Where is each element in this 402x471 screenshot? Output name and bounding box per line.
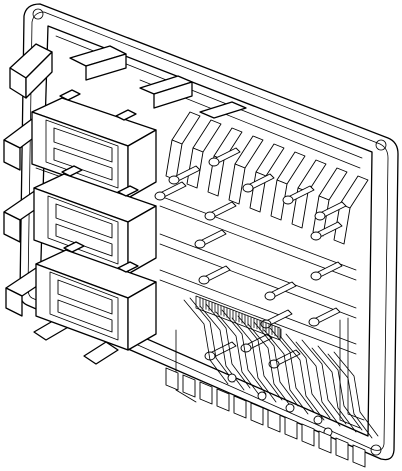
tooth: [301, 423, 315, 447]
pin-head: [242, 183, 254, 193]
trace: [333, 351, 379, 437]
tooth: [335, 437, 349, 461]
trace: [231, 317, 277, 403]
bottom-teeth: [165, 367, 366, 468]
pin-head: [168, 175, 180, 185]
pin-head: [240, 343, 252, 353]
tooth: [216, 388, 230, 412]
trace: [215, 311, 261, 397]
terminal-pad: [195, 295, 282, 341]
pin-head: [194, 239, 206, 249]
trace: [247, 323, 293, 409]
tooth: [250, 402, 264, 426]
pin-head: [282, 195, 294, 205]
tooth: [267, 409, 281, 433]
tooth: [165, 367, 179, 391]
trace: [189, 297, 235, 383]
trace: [327, 353, 373, 439]
trace: [279, 335, 325, 421]
solder-point: [227, 373, 237, 383]
tooth: [199, 381, 213, 405]
trace: [285, 333, 331, 419]
trace: [339, 319, 361, 429]
tooth: [284, 416, 298, 440]
trace: [301, 339, 347, 425]
pin-head: [198, 275, 210, 285]
pin-head: [314, 211, 326, 221]
trace: [175, 329, 197, 403]
tooth: [182, 374, 196, 398]
trace: [183, 299, 229, 385]
trace: [295, 341, 341, 427]
pin-head: [264, 291, 276, 301]
tooth: [233, 395, 247, 419]
pin-head: [208, 157, 220, 167]
terminal-pins: [154, 147, 347, 369]
tooth: [352, 444, 366, 468]
connector-1: [31, 89, 157, 201]
solder-point: [257, 391, 267, 401]
connector-2: [33, 165, 157, 275]
solder-point: [285, 403, 295, 413]
solder-point: [313, 415, 323, 425]
trace: [347, 317, 365, 421]
fin-face: [228, 163, 246, 205]
fin-face: [270, 179, 288, 221]
connector-3: [35, 241, 157, 351]
trace: [263, 329, 309, 415]
pin-head: [310, 271, 322, 281]
tooth: [318, 430, 332, 454]
pin-head: [204, 211, 216, 221]
trace: [317, 345, 363, 431]
pin-head: [154, 191, 166, 201]
rails: [159, 195, 357, 355]
trace: [311, 347, 357, 433]
pin-head: [310, 231, 322, 241]
top-ribs: [69, 45, 247, 119]
pin-head: [308, 317, 320, 327]
pad-outline: [195, 295, 281, 341]
heat-fins: [165, 111, 369, 245]
